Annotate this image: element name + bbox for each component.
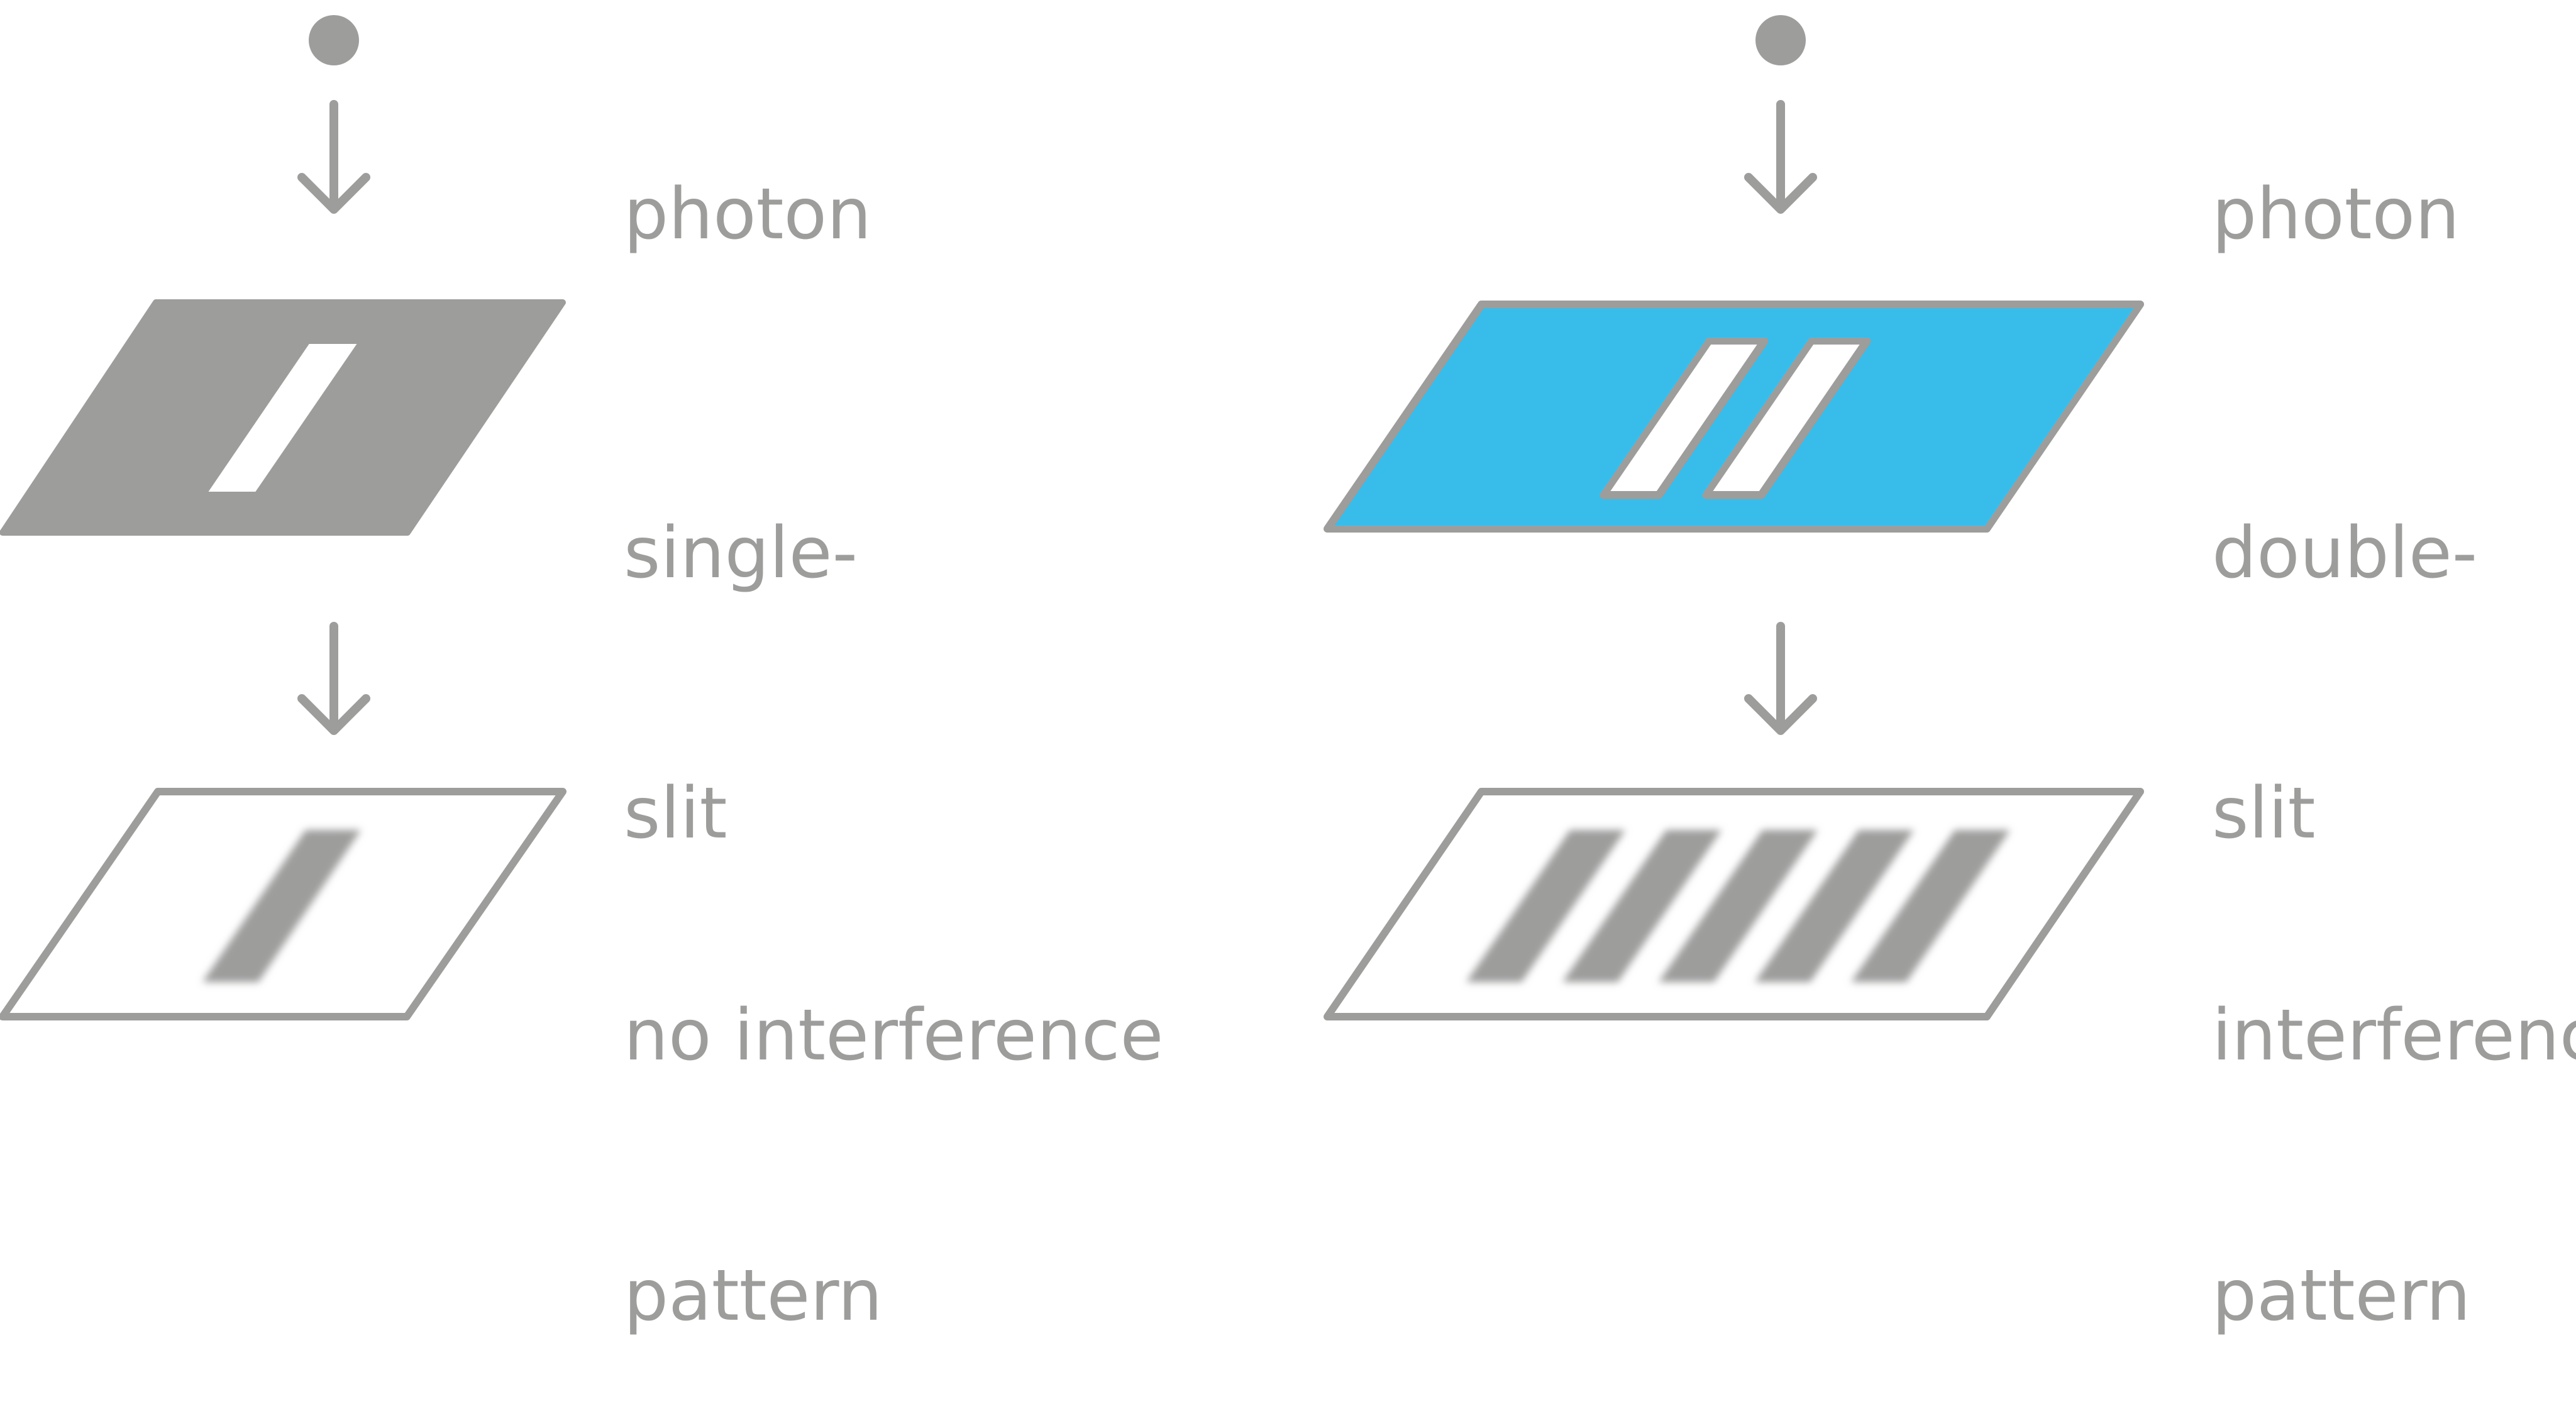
- left-arrow-to-barrier: [297, 100, 370, 214]
- single-slit-barrier: [0, 299, 566, 536]
- left-source-label: photon: [624, 0, 871, 345]
- left-screen-label: no interference pattern: [624, 819, 1163, 1426]
- fringe-1: [1466, 830, 1625, 982]
- interference-fringes: [1466, 830, 2010, 982]
- right-screen-label: interference pattern: [2212, 819, 2576, 1426]
- fringe-2: [1562, 830, 1722, 982]
- fringe-4: [1755, 830, 1914, 982]
- right-barrier-label-line-2: slit: [2212, 773, 2316, 854]
- left-barrier-label: single- slit: [624, 336, 858, 944]
- right-arrow-to-screen: [1744, 622, 1817, 735]
- fringe-5: [1851, 830, 2010, 982]
- double-slit-experiment-diagram: [0, 15, 2144, 1020]
- right-arrow-to-barrier: [1744, 100, 1817, 214]
- left-arrow-to-screen: [297, 622, 370, 735]
- right-source-label: photon: [2212, 0, 2460, 345]
- left-screen-label-line-1: no interference: [624, 995, 1164, 1076]
- left-source-label-line-1: photon: [624, 174, 872, 255]
- right-screen-label-line-2: pattern: [2212, 1255, 2471, 1337]
- left-photon-dot: [309, 15, 359, 65]
- left-panel: [0, 15, 567, 1020]
- right-photon-dot: [1755, 15, 1806, 65]
- right-source-label-line-1: photon: [2212, 174, 2460, 255]
- fringe-3: [1659, 830, 1818, 982]
- left-barrier-label-line-1: single-: [624, 512, 858, 594]
- right-panel: [1324, 15, 2144, 1020]
- right-screen-label-line-1: interference: [2212, 995, 2576, 1076]
- double-slit-barrier: [1324, 301, 2144, 533]
- left-barrier-label-line-2: slit: [624, 773, 727, 854]
- right-barrier-label: double- slit: [2212, 336, 2477, 944]
- left-screen-band: [202, 830, 361, 982]
- left-screen-label-line-2: pattern: [624, 1255, 883, 1337]
- right-barrier-label-line-1: double-: [2212, 512, 2478, 594]
